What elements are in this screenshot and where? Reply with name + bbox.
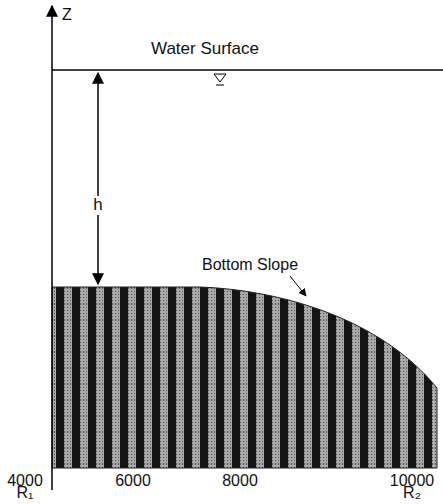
- depth-label: h: [91, 196, 104, 215]
- tick-label: 8000: [222, 472, 258, 490]
- water-level-tick: [216, 85, 224, 86]
- radius-label: R₁: [17, 484, 34, 502]
- slope-leader: [290, 276, 306, 296]
- slope-label: Bottom Slope: [202, 256, 298, 274]
- tick-label: 6000: [115, 472, 151, 490]
- radius-label: R₂: [403, 484, 421, 502]
- water-level-symbol: [214, 74, 226, 82]
- depth-arrow: [97, 73, 99, 284]
- water-surface-line: [52, 69, 443, 71]
- axis-label: Z: [62, 6, 72, 24]
- z-axis: [51, 6, 53, 490]
- surface-label: Water Surface: [151, 40, 259, 59]
- seabed-body: [52, 287, 437, 468]
